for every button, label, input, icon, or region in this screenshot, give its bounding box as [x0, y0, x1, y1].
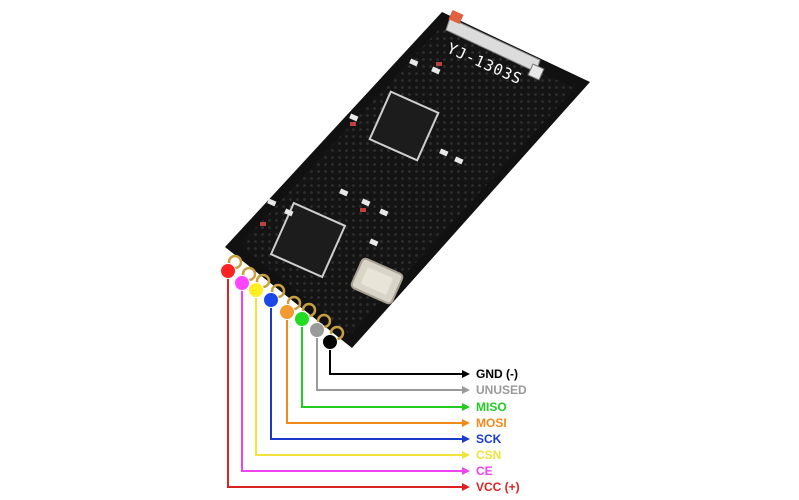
wire-ce: [241, 283, 464, 472]
pin-labels: GND (-) UNUSED MISO MOSI SCK CSN CE VCC (+): [476, 367, 527, 494]
pin-label-miso: MISO: [476, 400, 507, 414]
arrow-csn: [462, 451, 470, 459]
pin-label-unused: UNUSED: [476, 383, 527, 397]
arrow-sck: [462, 435, 470, 443]
wire-vcc: [227, 271, 464, 488]
arrow-mosi: [462, 419, 470, 427]
rf-module-board: YJ-1303S: [225, 9, 590, 348]
arrow-unused: [462, 386, 470, 394]
pin-wires: [227, 271, 470, 491]
pin-label-csn: CSN: [476, 448, 501, 462]
wire-unused: [316, 330, 464, 391]
arrow-vcc: [462, 483, 470, 491]
transceiver-chip: [368, 90, 440, 162]
arrow-gnd: [462, 370, 470, 378]
wire-csn: [255, 290, 464, 456]
wire-miso: [301, 319, 464, 408]
pin-dot-ce: [234, 275, 250, 291]
pin-label-vcc: VCC (+): [476, 480, 520, 494]
pin-dot-mosi: [279, 304, 295, 320]
pin-dot-gnd: [322, 334, 338, 350]
wire-sck: [270, 300, 464, 440]
mcu-chip: [269, 201, 347, 279]
pin-dot-vcc: [220, 263, 236, 279]
pin-label-mosi: MOSI: [476, 416, 507, 430]
arrow-ce: [462, 467, 470, 475]
pin-dot-miso: [294, 311, 310, 327]
pin-label-sck: SCK: [476, 432, 502, 446]
pin-markers: [220, 263, 338, 350]
pin-dot-sck: [263, 292, 279, 308]
pin-dot-csn: [248, 282, 264, 298]
wire-mosi: [286, 312, 464, 424]
arrow-miso: [462, 403, 470, 411]
pin-dot-unused: [309, 322, 325, 338]
pin-label-gnd: GND (-): [476, 367, 518, 381]
pin-label-ce: CE: [476, 464, 493, 478]
wire-gnd: [329, 342, 464, 375]
